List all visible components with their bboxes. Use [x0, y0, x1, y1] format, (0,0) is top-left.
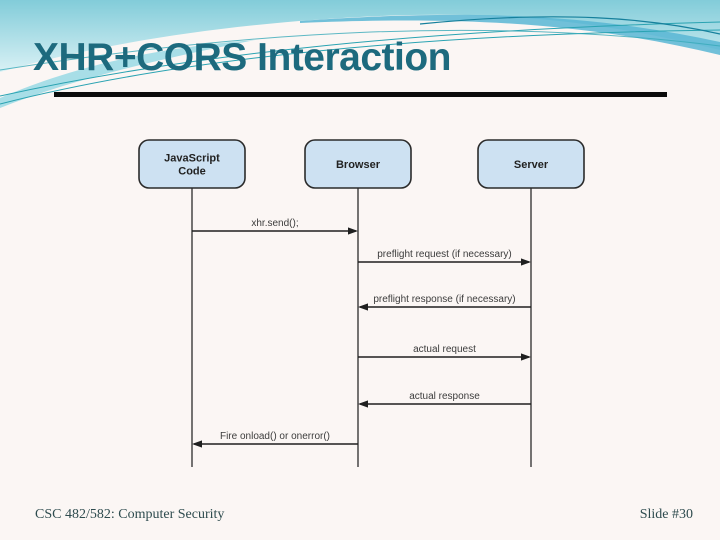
message-label-0: xhr.send(); [251, 218, 298, 229]
message-label-4: actual response [409, 391, 480, 402]
message-arrowhead-1 [521, 258, 531, 266]
actor-box-browser [304, 139, 412, 189]
footer-slide-number: Slide #30 [639, 507, 693, 522]
message-label-1: preflight request (if necessary) [377, 249, 512, 260]
actor-box-server [477, 139, 585, 189]
message-label-5: Fire onload() or onerror() [220, 431, 330, 442]
actor-label-js: Code [178, 166, 206, 178]
slide-title: XHR+CORS Interaction [33, 36, 452, 79]
actor-label-js: JavaScript [164, 153, 220, 165]
footer-course-label: CSC 482/582: Computer Security [35, 507, 225, 522]
message-arrowhead-4 [358, 400, 368, 408]
title-underline [54, 92, 667, 97]
actor-label-server: Server [514, 159, 549, 171]
actor-label-browser: Browser [336, 159, 381, 171]
message-arrowhead-5 [192, 440, 202, 448]
message-arrowhead-3 [521, 353, 531, 361]
message-arrowhead-2 [358, 303, 368, 311]
message-label-3: actual request [413, 344, 476, 355]
actor-box-js [138, 139, 246, 189]
message-arrowhead-0 [348, 227, 358, 235]
message-label-2: preflight response (if necessary) [373, 294, 515, 305]
